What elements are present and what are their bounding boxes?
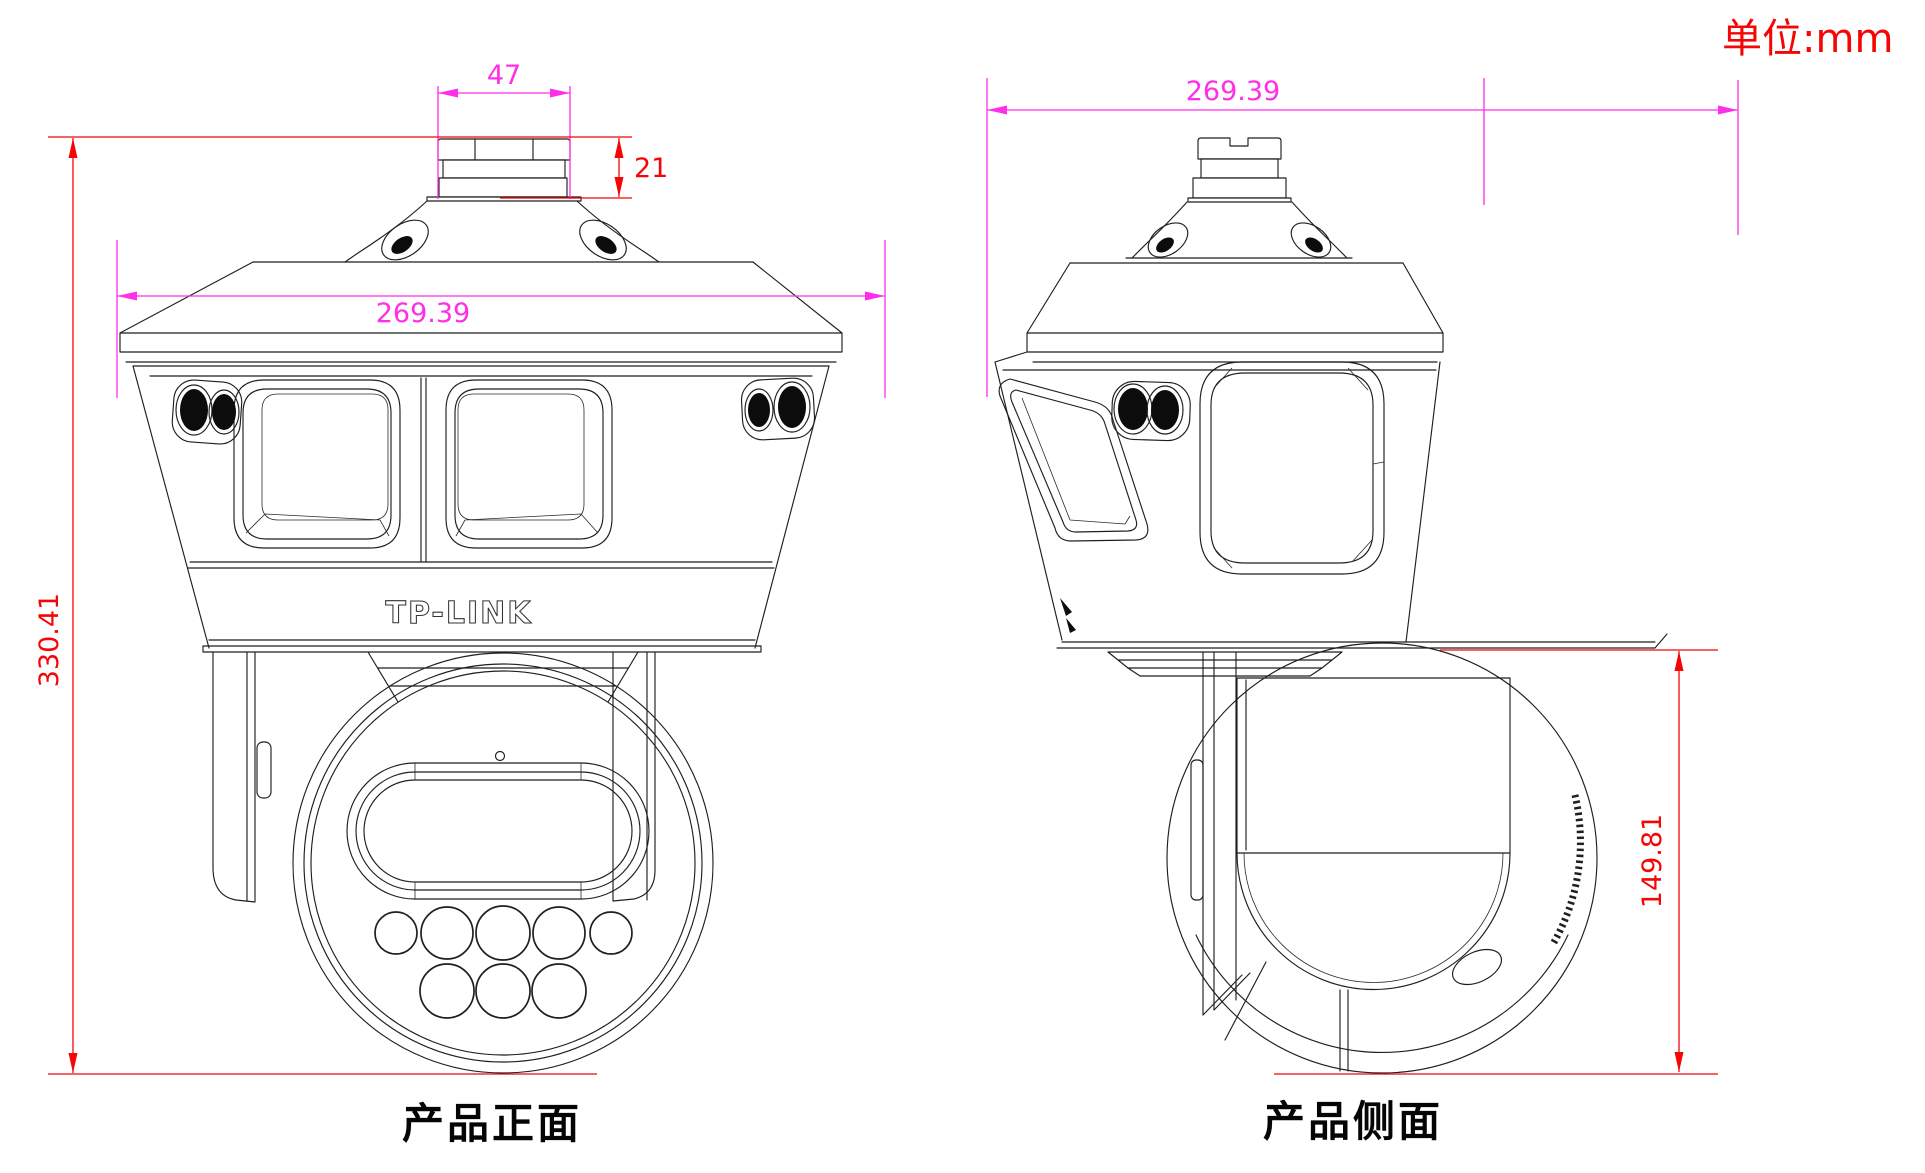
side-view-label: 产品侧面 — [1263, 1097, 1443, 1146]
side-yoke-arm — [1190, 651, 1267, 1041]
front-body: TP-LINK — [132, 365, 830, 653]
dim-side-depth: 269.39 — [986, 76, 1739, 397]
dim-front-cap-height: 21 — [48, 136, 668, 199]
side-ball — [1166, 642, 1598, 1074]
dim-label-front-width: 269.39 — [376, 298, 470, 329]
front-dome-vent-right — [579, 219, 627, 261]
front-yoke — [212, 651, 656, 903]
dim-front-total-height: 330.41 — [34, 138, 597, 1075]
front-ball-sensor-dot — [494, 750, 506, 762]
dim-label-cap-width: 47 — [487, 60, 521, 91]
dim-label-side-depth: 269.39 — [1186, 76, 1280, 107]
dim-label-total-height: 330.41 — [34, 593, 65, 687]
front-dome — [344, 200, 660, 263]
front-mount-cap — [426, 138, 582, 202]
front-window-left — [233, 379, 401, 549]
front-dome-vent-left — [381, 219, 429, 261]
front-view-label: 产品正面 — [402, 1099, 582, 1148]
side-view — [994, 137, 1668, 1074]
dim-front-width: 269.39 — [116, 240, 886, 398]
dim-side-ball-height: 149.81 — [1274, 649, 1718, 1075]
unit-note: 单位:mm — [1722, 16, 1893, 62]
front-view: TP-LINK — [119, 138, 843, 1074]
dim-label-cap-height: 21 — [634, 153, 668, 184]
dim-front-cap-width: 47 — [437, 60, 571, 199]
side-neck — [1107, 651, 1343, 677]
side-window — [998, 378, 1149, 542]
front-ir-lamps-left — [171, 379, 243, 445]
side-latch-marks — [1060, 598, 1076, 633]
side-access-panel — [1199, 361, 1385, 575]
dim-label-ball-height: 149.81 — [1637, 814, 1668, 908]
front-ball — [292, 652, 714, 1074]
front-roof — [119, 261, 843, 367]
side-mount-cap — [1187, 137, 1292, 203]
logo-text: TP-LINK — [385, 596, 532, 631]
side-dome-vent-right — [1290, 222, 1332, 258]
front-ir-lamps-right — [740, 377, 816, 441]
side-body — [994, 361, 1668, 649]
front-window-right — [445, 379, 613, 549]
side-ball-button — [1452, 948, 1502, 986]
side-ir-lamps — [1111, 380, 1191, 442]
front-ball-lens-window — [346, 762, 650, 900]
side-ball-knurl-texture — [1549, 794, 1584, 946]
side-roof — [994, 262, 1444, 363]
front-ball-led-array — [374, 905, 633, 1019]
side-dome-vent-left — [1147, 222, 1189, 258]
side-dome — [1125, 201, 1353, 259]
